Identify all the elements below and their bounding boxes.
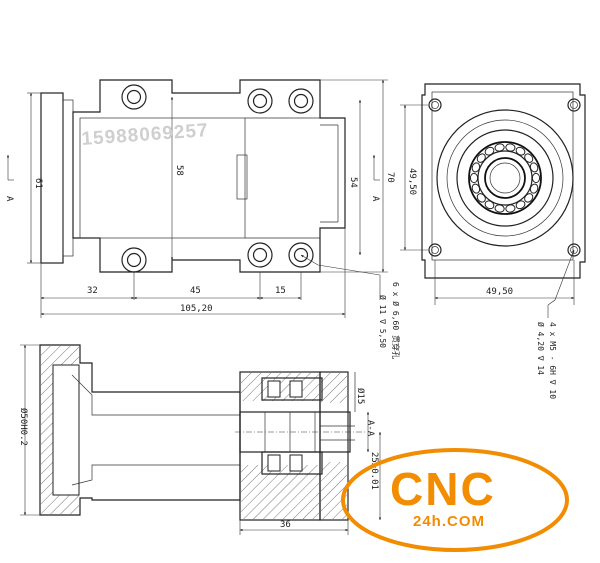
section-label: A-A <box>365 420 375 437</box>
roller <box>484 200 495 210</box>
roller <box>505 204 516 213</box>
top-holes <box>121 84 314 114</box>
dim-offset: 25±0.01 <box>369 452 379 490</box>
dim-70: 70 <box>385 172 395 183</box>
dim-pilot-dia: Ø50H0.2 <box>18 408 29 446</box>
view-mark-left: A <box>4 196 14 202</box>
logo-text: CNC <box>390 463 496 515</box>
logo-subtext: 24h.COM <box>413 513 485 530</box>
dim-bore-dia: Ø15 <box>355 388 366 404</box>
dim-32: 32 <box>87 286 98 296</box>
bearing-rollers <box>469 143 541 213</box>
roller <box>531 172 541 184</box>
roller <box>494 204 505 213</box>
dim-36: 36 <box>280 520 291 530</box>
hole-note-line-2: Ø 11 ∇ 5,50 <box>378 295 388 348</box>
roller <box>471 183 481 194</box>
roller <box>471 162 481 173</box>
roller <box>529 183 539 194</box>
side-outline <box>421 83 586 279</box>
roller <box>494 143 505 152</box>
view-mark-right: A <box>370 196 380 202</box>
dim-45: 45 <box>190 286 201 296</box>
dim-58: 58 <box>174 165 184 176</box>
roller <box>476 153 486 163</box>
roller <box>515 146 526 156</box>
dim-54: 54 <box>348 177 358 188</box>
roller <box>505 143 516 152</box>
roller <box>529 162 539 173</box>
dim-49-50-horizontal: 49,50 <box>486 287 513 297</box>
dim-61: 61 <box>33 178 43 189</box>
inner-bore <box>484 157 526 199</box>
dim-105-20: 105,20 <box>180 304 213 314</box>
section-view <box>20 344 382 535</box>
flange-plate <box>40 92 64 264</box>
watermark-phone: 15988069257 <box>81 120 209 150</box>
side-view <box>400 83 586 318</box>
dim-49-50-vertical: 49,50 <box>407 168 417 195</box>
dim-15: 15 <box>275 286 286 296</box>
roller <box>524 153 534 163</box>
outer-bore <box>436 109 574 247</box>
roller <box>515 200 526 210</box>
side-hole-note-2: Ø 4,20 ∇ 14 <box>536 322 546 375</box>
roller <box>469 172 479 184</box>
bearing-ring <box>468 141 542 215</box>
roller <box>484 146 495 156</box>
hole-note-line-1: 6 x Ø 6,60 贯穿孔 <box>391 282 401 359</box>
side-hole-note-1: 4 x M5 - 6H ∇ 10 <box>548 322 557 399</box>
section-roller-elements <box>267 380 303 472</box>
cnc24h-logo: CNC 24h.COM <box>341 448 569 552</box>
bottom-holes <box>121 242 314 273</box>
roller <box>524 193 534 203</box>
roller <box>476 193 486 203</box>
top-view <box>6 79 388 318</box>
